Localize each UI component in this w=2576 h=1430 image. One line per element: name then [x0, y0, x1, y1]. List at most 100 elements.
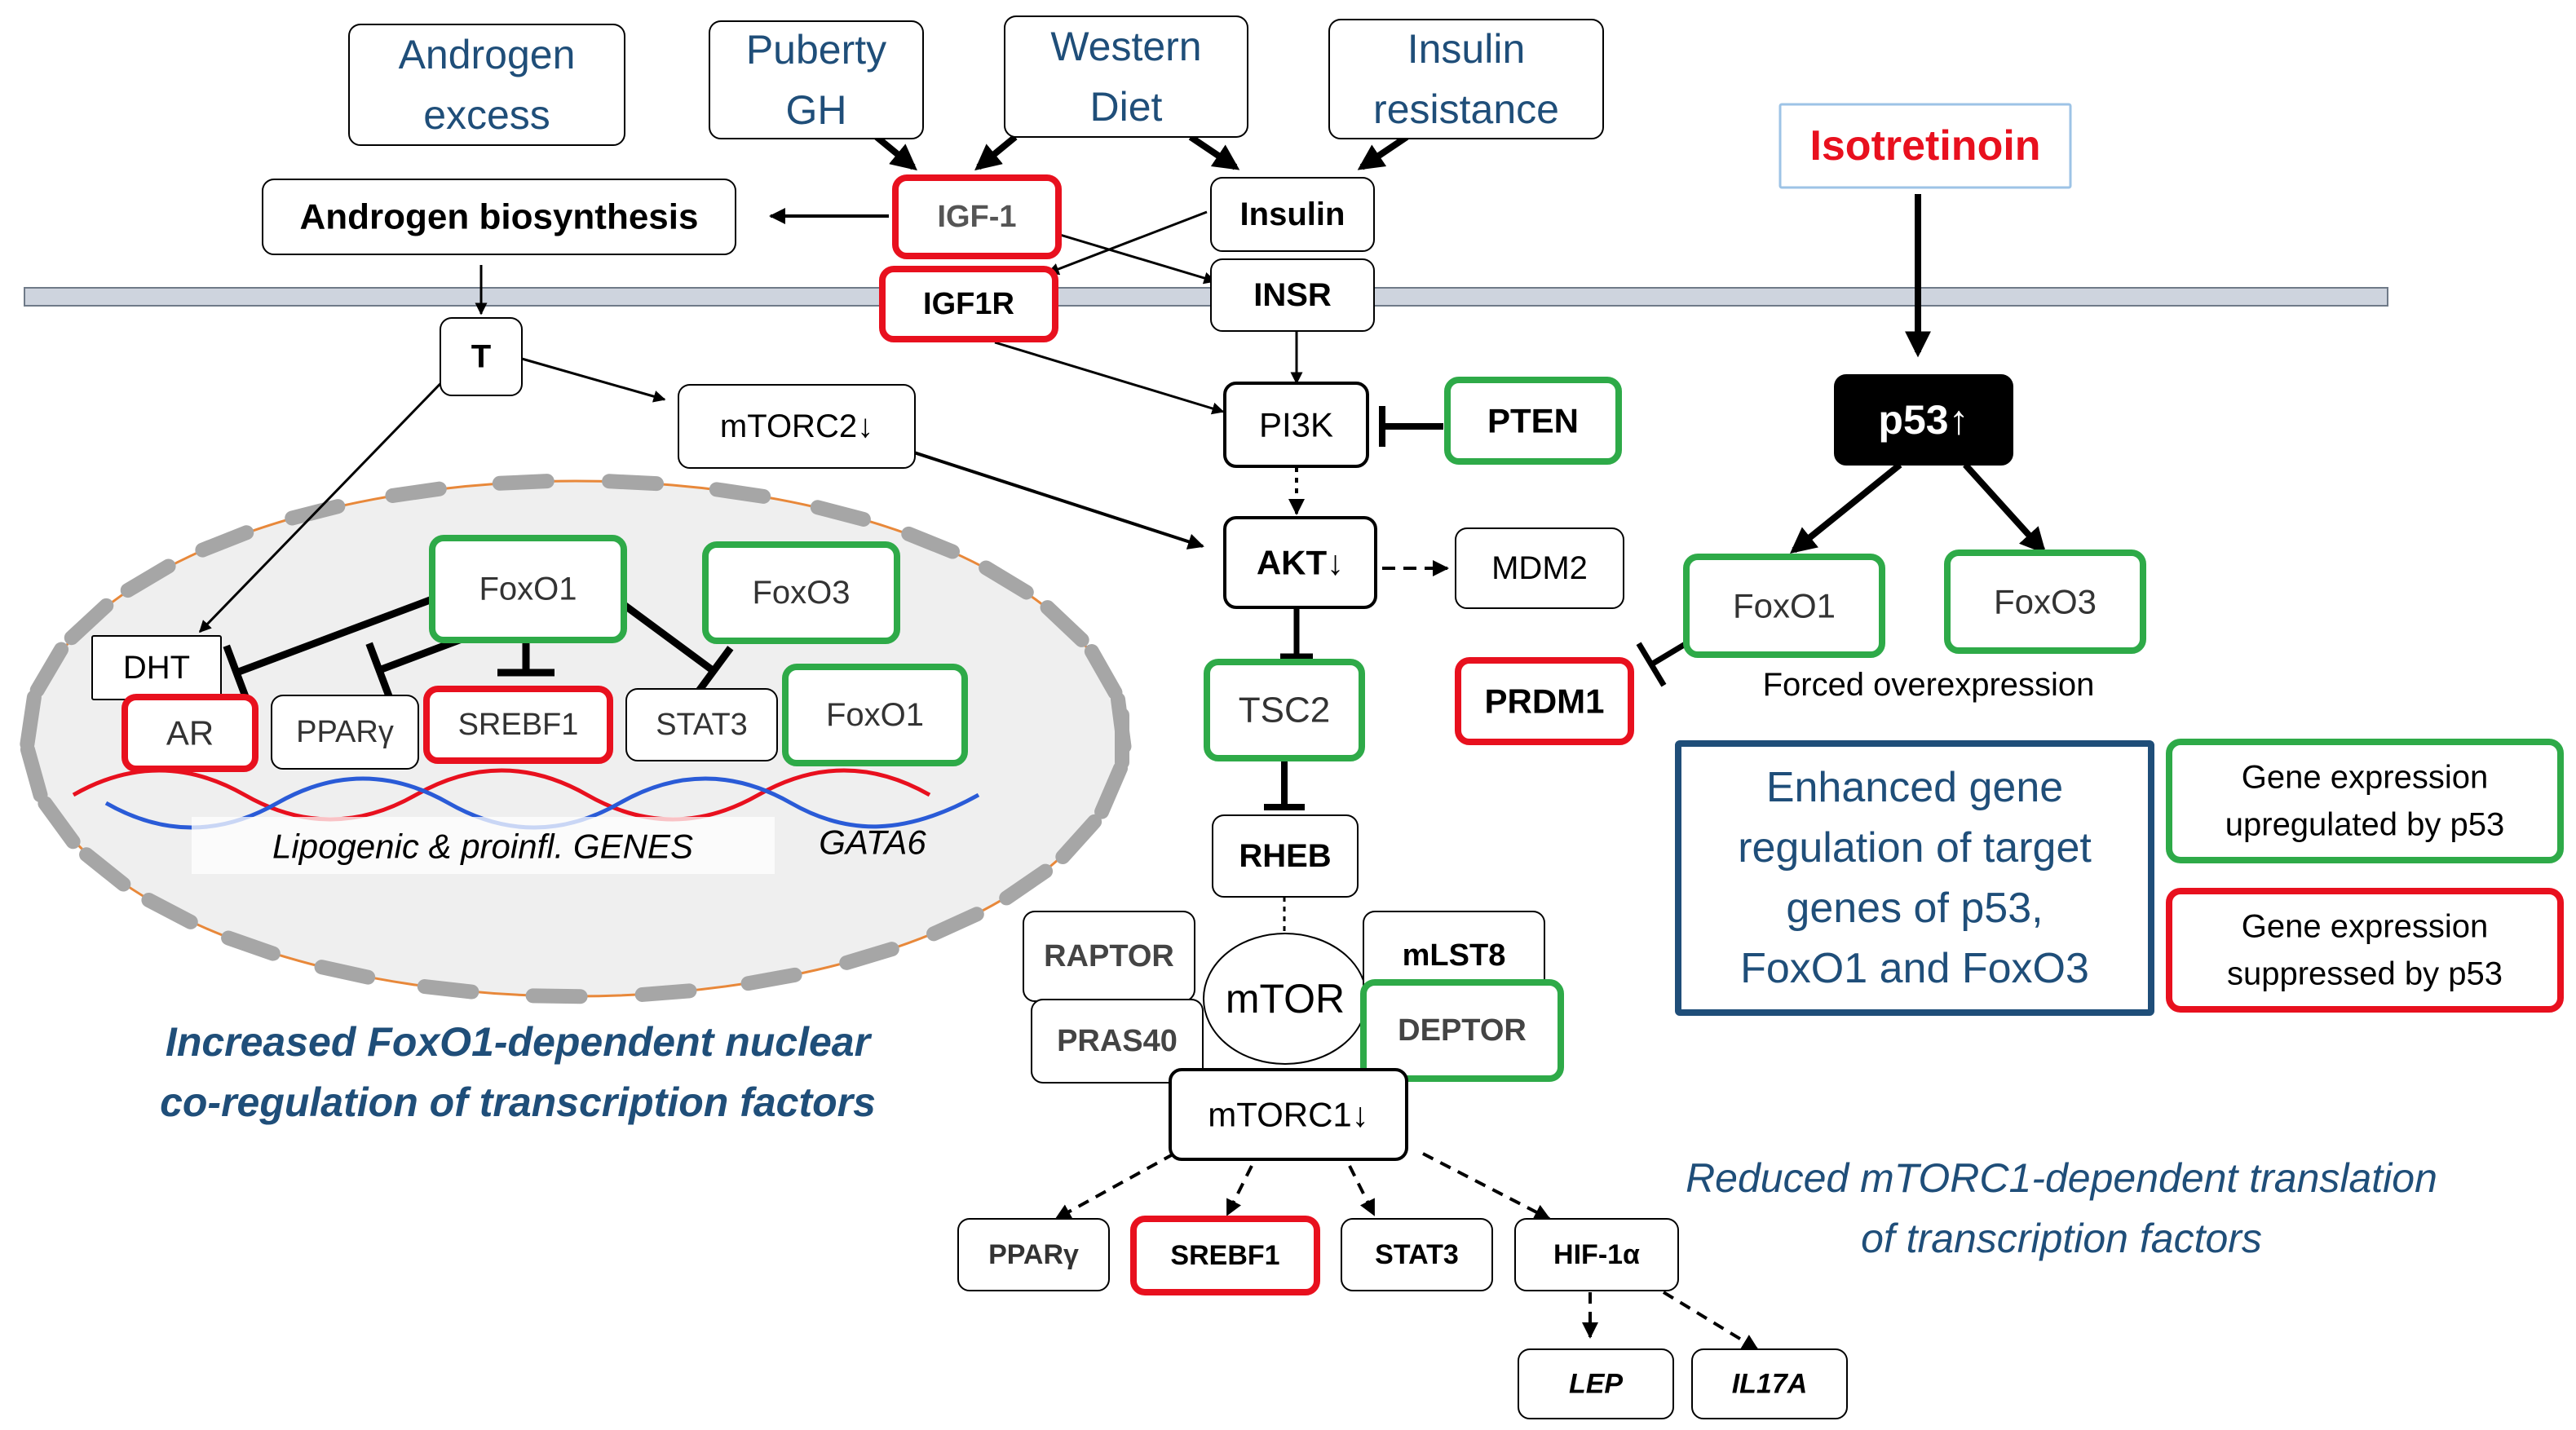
node-mtorc2-label: mTORC2↓ [720, 408, 873, 444]
node-mtorc1: mTORC1↓ [1169, 1068, 1408, 1161]
node-mtor-label: mTOR [1226, 976, 1345, 1022]
input-isotretinoin-label: Isotretinoin [1809, 122, 2040, 170]
node-igf1-border [892, 174, 1062, 259]
node-p53-foxo1-label: FoxO1 [1733, 587, 1836, 625]
node-rheb-label: RHEB [1239, 838, 1331, 874]
input-isotretinoin-border [1778, 103, 2072, 189]
nuclear-pore [385, 481, 447, 503]
caption-nuclear: co-regulation of transcription factors [160, 1079, 876, 1125]
node-androgen-biosynthesis: Androgen biosynthesis [262, 179, 736, 255]
node-igf1: IGF-1 [892, 174, 1062, 259]
nuclear-pore [810, 500, 871, 527]
nuclear-pore [1111, 691, 1132, 754]
node-igf1-label: IGF-1 [937, 200, 1016, 234]
nuc-ppary-label: PPARγ [296, 715, 394, 749]
nuclear-pore [20, 742, 48, 803]
legend-upregulated-label: upregulated by p53 [2225, 807, 2505, 843]
node-t: T [440, 317, 523, 396]
node-mtorc1-label: mTORC1↓ [1208, 1096, 1369, 1134]
edge-p53-foxo3 [1963, 462, 2047, 554]
edge-foxo1-ppary-bar [365, 642, 393, 699]
nodes: AndrogenexcessPubertyGHWesternDietInsuli… [91, 15, 2564, 1419]
caption-nuclear: Increased FoxO1-dependent nuclear [166, 1019, 873, 1065]
nuclear-pore [979, 560, 1034, 600]
node-insr-label: INSR [1253, 277, 1332, 313]
node-igf1r: IGF1R [879, 266, 1058, 342]
target-il17a-label: IL17A [1732, 1369, 1808, 1400]
nuclear-pore [314, 960, 376, 985]
nuclear-pore [141, 892, 198, 929]
nuc-foxo1-right-label: FoxO1 [826, 697, 924, 733]
node-pten: PTEN [1444, 377, 1622, 465]
nuc-foxo1-top-label: FoxO1 [479, 572, 577, 607]
node-p53-foxo3: FoxO3 [1944, 549, 2146, 654]
node-insr-border [1210, 258, 1375, 332]
node-pras40-border [1031, 999, 1204, 1084]
node-p53-foxo1: FoxO1 [1683, 554, 1885, 658]
node-deptor-label: DEPTOR [1398, 1013, 1527, 1048]
target-srebf1-border [1130, 1216, 1320, 1295]
node-pten-label: PTEN [1487, 402, 1579, 440]
node-igf1r-border [879, 266, 1058, 342]
nuc-ppary-border [271, 695, 419, 770]
nuc-ar: AR [122, 694, 258, 772]
edge-foxo1-dht [235, 595, 434, 677]
nuc-ar-border [122, 694, 258, 772]
node-akt-label: AKT↓ [1257, 544, 1344, 582]
box-enhanced-regulation-border [1675, 740, 2154, 1016]
nuc-foxo1-top: FoxO1 [429, 535, 627, 643]
node-raptor-label: RAPTOR [1044, 939, 1174, 973]
nuc-dht: DHT [91, 635, 222, 700]
caption-translation: Reduced mTORC1-dependent translation [1686, 1155, 2437, 1201]
node-akt: AKT↓ [1223, 516, 1377, 609]
target-stat3-border [1341, 1218, 1493, 1291]
nuclear-pore [221, 930, 281, 961]
node-androgen-biosynthesis-border [262, 179, 736, 255]
input-puberty-gh-border [709, 20, 924, 139]
nuclear-pore [709, 482, 771, 504]
node-pten-border [1444, 377, 1622, 465]
box-enhanced-regulation-label: genes of p53, [1786, 885, 2043, 932]
nuclear-pore [525, 988, 588, 1004]
nuclear-pore [20, 690, 42, 752]
node-tsc2: TSC2 [1204, 659, 1365, 761]
nuc-stat3-label: STAT3 [656, 708, 748, 742]
input-insulin-resistance-label: resistance [1373, 86, 1559, 132]
node-p53-label: p53↑ [1878, 397, 1968, 443]
nuclear-pore [492, 474, 555, 491]
node-prdm1: PRDM1 [1455, 657, 1634, 745]
node-prdm1-label: PRDM1 [1484, 682, 1604, 721]
node-tsc2-label: TSC2 [1239, 691, 1330, 730]
node-mtorc2: mTORC2↓ [678, 384, 916, 469]
edge-hif1a-il17a [1662, 1291, 1759, 1351]
nuc-srebf1-border [423, 686, 613, 764]
nuclear-pore [634, 983, 697, 1002]
node-t-border [440, 317, 523, 396]
nuc-gata6: GATA6 [819, 823, 926, 862]
nuc-srebf1: SREBF1 [423, 686, 613, 764]
node-p53-foxo3-label: FoxO3 [1994, 583, 2097, 621]
node-t-label: T [471, 339, 491, 375]
node-pras40: PRAS40 [1031, 999, 1204, 1084]
nuclear-pores [20, 474, 1132, 1004]
input-isotretinoin: Isotretinoin [1778, 103, 2072, 189]
nuclear-pore [1055, 814, 1102, 865]
node-mtorc1-border [1169, 1068, 1408, 1161]
edge-foxo1-stat3 [617, 598, 716, 674]
node-insr: INSR [1210, 258, 1375, 332]
legend-suppressed-label: Gene expression [2242, 909, 2488, 945]
nuc-dht-label: DHT [123, 650, 190, 686]
nuclear-pore [999, 863, 1054, 906]
legend-upregulated-border [2166, 739, 2564, 863]
box-enhanced-regulation-label: FoxO1 and FoxO3 [1740, 945, 2089, 992]
node-pi3k-label: PI3K [1259, 406, 1333, 444]
legend-suppressed-label: suppressed by p53 [2227, 956, 2503, 992]
node-insulin-label: Insulin [1240, 196, 1345, 232]
edge-western-igf1 [974, 134, 1018, 171]
edge-t-mtorc2 [521, 357, 666, 403]
edge-mtorc1-srebf1 [1226, 1165, 1253, 1216]
node-mdm2: MDM2 [1455, 527, 1624, 609]
edge-mtorc1-ppary [1054, 1152, 1175, 1220]
node-deptor-border [1360, 979, 1564, 1082]
